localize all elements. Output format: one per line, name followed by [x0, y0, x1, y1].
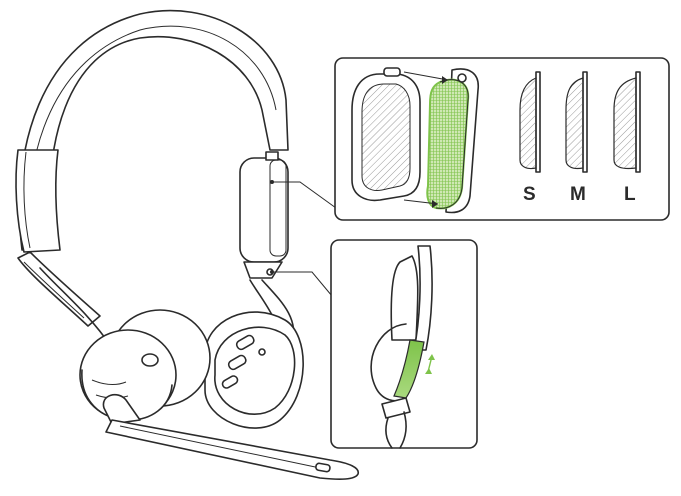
callout-leader-bottom [272, 271, 333, 297]
removed-cushion [351, 67, 421, 202]
cushion-callout-panel: S M L [334, 57, 670, 221]
size-label-l: L [624, 184, 636, 205]
right-earcup [204, 311, 304, 429]
slider-callout-panel [330, 239, 478, 449]
cushion-size-large [613, 71, 641, 173]
cushion-size-small [519, 71, 541, 173]
cushion-size-medium [565, 71, 588, 173]
size-label-m: M [570, 184, 586, 205]
size-label-s: S [523, 184, 536, 205]
callout-leader-top [272, 181, 337, 209]
right-slider-housing [239, 157, 289, 263]
double-arrow-icon [425, 354, 435, 374]
left-yoke [17, 251, 101, 327]
microphone-boom [102, 393, 359, 480]
headset-illustration [15, 9, 359, 480]
left-headband-pad [15, 149, 61, 253]
left-earcup [79, 309, 211, 421]
cushion-mount-green [426, 68, 479, 214]
